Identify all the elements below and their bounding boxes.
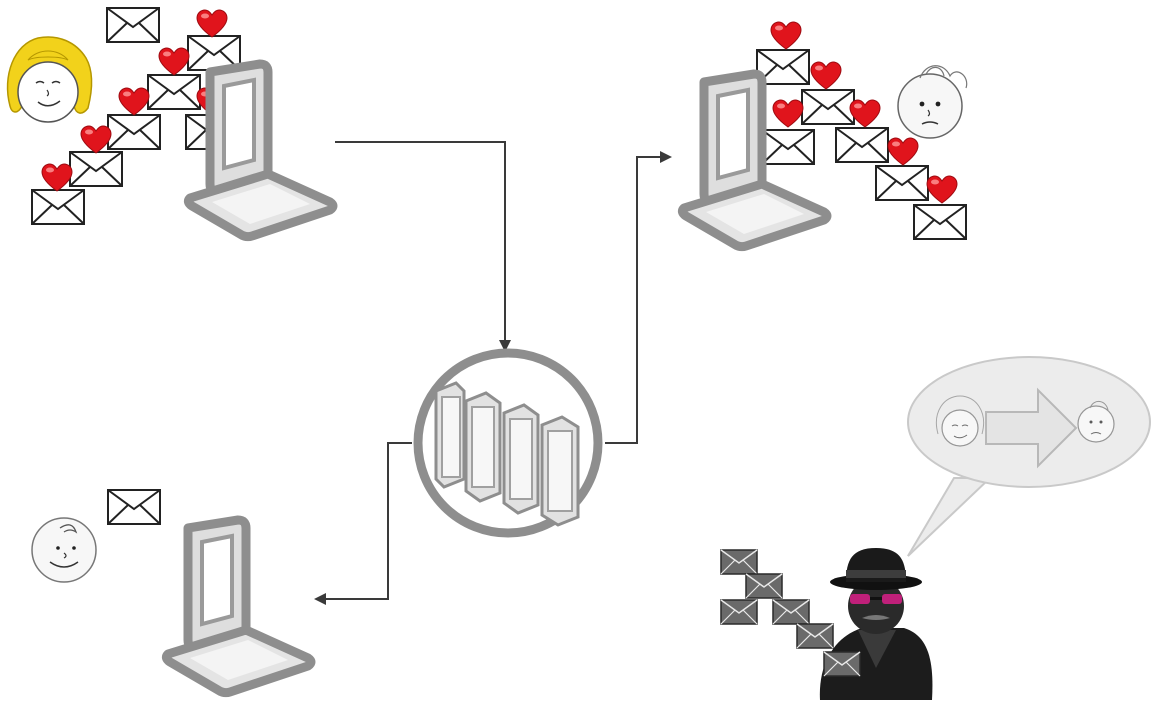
girl-face-icon (6, 36, 93, 123)
heart-icon (80, 125, 112, 154)
envelope-icon (147, 74, 201, 110)
envelope-icon (31, 189, 85, 225)
envelope-icon (106, 7, 160, 43)
envelope-icon (796, 623, 834, 649)
heart-icon (770, 21, 802, 50)
edge-server-to-third (314, 442, 412, 605)
envelope-icon (720, 549, 758, 575)
edge-server-to-recipient (605, 151, 672, 444)
heart-icon (41, 163, 73, 192)
heart-icon (887, 137, 919, 166)
spy-mail-stack (720, 549, 861, 677)
boy-face-icon (897, 65, 968, 139)
envelope-icon (875, 165, 929, 201)
edge-sender-to-server (335, 141, 511, 352)
envelope-icon (69, 151, 123, 187)
envelope-icon (745, 573, 783, 599)
heart-icon (926, 175, 958, 204)
thought-bubble-icon (907, 356, 1151, 557)
laptop-icon (166, 520, 311, 693)
laptop-icon (188, 64, 333, 237)
envelope-icon (772, 599, 810, 625)
envelope-icon (761, 129, 815, 165)
envelope-icon (107, 489, 161, 525)
envelope-icon (107, 114, 161, 150)
envelope-icon (720, 599, 758, 625)
envelope-icon (801, 89, 855, 125)
spy-icon (819, 548, 933, 700)
heart-icon (118, 87, 150, 116)
envelope-icon (913, 204, 967, 240)
heart-icon (810, 61, 842, 90)
arrow-right-icon (985, 387, 1078, 469)
envelope-icon (835, 127, 889, 163)
boy-face-icon (31, 517, 97, 583)
server-rack-icon (413, 348, 603, 538)
heart-icon (158, 47, 190, 76)
heart-icon (196, 9, 228, 38)
heart-icon (772, 99, 804, 128)
envelope-icon (823, 651, 861, 677)
